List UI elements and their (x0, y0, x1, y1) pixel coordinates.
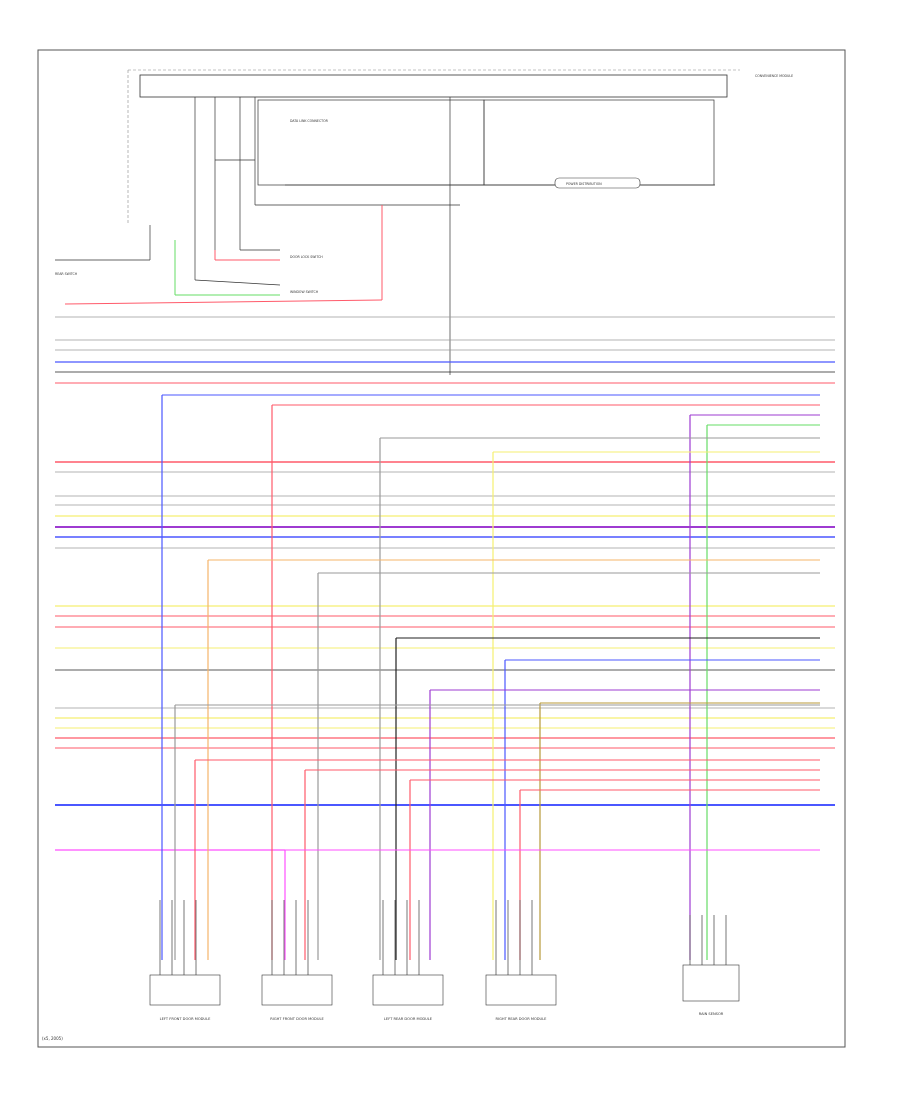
diagnostic-link-label: DATA LINK CONNECTOR (290, 119, 329, 123)
power-module-label: POWER DISTRIBUTION (566, 182, 602, 186)
control-module-label: CONVENIENCE MODULE (755, 74, 793, 78)
door-modules: LEFT FRONT DOOR MODULE RIGHT FRONT DOOR … (149, 964, 740, 1021)
module-rf: RIGHT FRONT DOOR MODULE (261, 974, 333, 1021)
module-rr: RIGHT REAR DOOR MODULE (485, 974, 557, 1021)
drop-wires (159, 394, 820, 975)
page-label: (x5, 2005) (42, 1036, 63, 1041)
module-sensor: RAIN SENSOR (682, 964, 740, 1016)
module-lf-label: LEFT FRONT DOOR MODULE (160, 1017, 211, 1021)
window-switch-label: WINDOW SWITCH (290, 290, 319, 294)
module-lr-label: LEFT REAR DOOR MODULE (384, 1017, 433, 1021)
module-rr-label: RIGHT REAR DOOR MODULE (496, 1017, 548, 1021)
diagram-frame (37, 49, 846, 1048)
module-sensor-label: RAIN SENSOR (699, 1012, 724, 1016)
door-lock-label: DOOR LOCK SWITCH (290, 255, 323, 259)
bus-wires (55, 316, 835, 851)
module-lr: LEFT REAR DOOR MODULE (372, 974, 444, 1021)
module-rf-label: RIGHT FRONT DOOR MODULE (270, 1017, 324, 1021)
control-module: CONVENIENCE MODULE POWER DISTRIBUTION DA… (127, 69, 793, 280)
rear-switch-label: REAR SWITCH (55, 272, 78, 276)
switch-block: DOOR LOCK SWITCH WINDOW SWITCH REAR SWIT… (55, 97, 451, 375)
module-lf: LEFT FRONT DOOR MODULE (149, 974, 221, 1021)
